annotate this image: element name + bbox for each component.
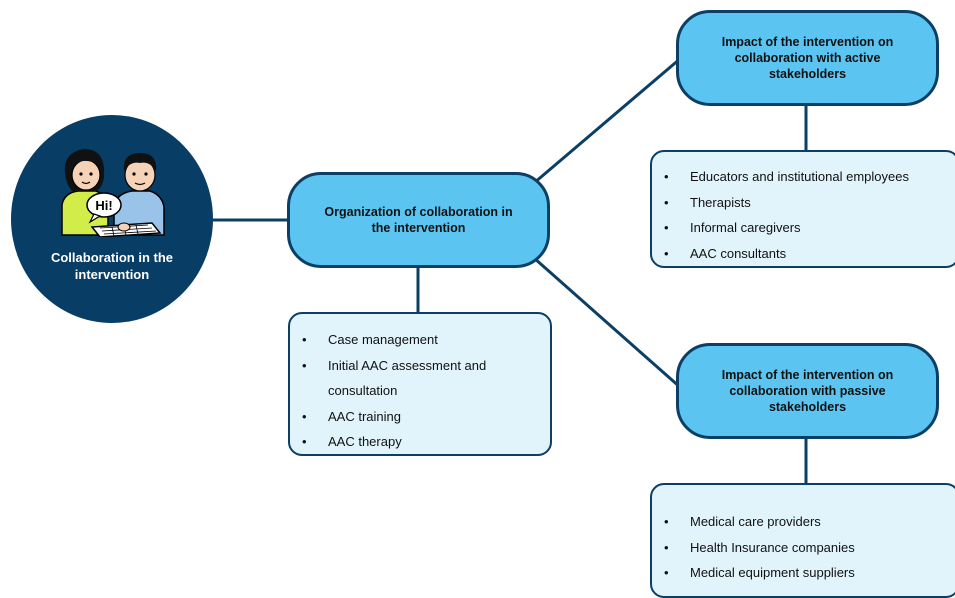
connector-organization-to-active [533,56,682,185]
list-item: Informal caregivers [652,215,955,241]
list-item: Medical equipment suppliers [652,560,955,586]
active-stakeholders-node: Impact of the intervention on collaborat… [676,10,939,106]
list-item: AAC consultants [652,241,955,267]
connector-organization-to-passive [533,256,682,390]
organization-list: Case management Initial AAC assessment a… [290,327,550,455]
collaboration-circle: Hi! Collaboration in the intervention [11,115,213,323]
list-item: Educators and institutional employees [652,164,955,190]
organization-title: Organization of collaboration in the int… [324,205,513,235]
list-item: Therapists [652,190,955,216]
passive-stakeholders-node: Impact of the intervention on collaborat… [676,343,939,439]
speech-bubble-text: Hi! [95,198,112,213]
active-title: Impact of the intervention on collaborat… [721,35,894,81]
list-item: Initial AAC assessment and consultation [290,353,550,404]
list-item: AAC training [290,404,550,430]
list-item: AAC therapy [290,429,550,455]
passive-list-box: Medical care providers Health Insurance … [650,483,955,598]
list-item: Health Insurance companies [652,535,955,561]
passive-title: Impact of the intervention on collaborat… [721,368,894,414]
list-item: Medical care providers [652,509,955,535]
center-title: Collaboration in the intervention [50,250,174,282]
active-list-box: Educators and institutional employees Th… [650,150,955,268]
passive-list: Medical care providers Health Insurance … [652,509,955,586]
organization-list-box: Case management Initial AAC assessment a… [288,312,552,456]
organization-node: Organization of collaboration in the int… [287,172,550,268]
active-list: Educators and institutional employees Th… [652,164,955,266]
children-with-tablet-illustration: Hi! [61,149,165,237]
list-item: Case management [290,327,550,353]
